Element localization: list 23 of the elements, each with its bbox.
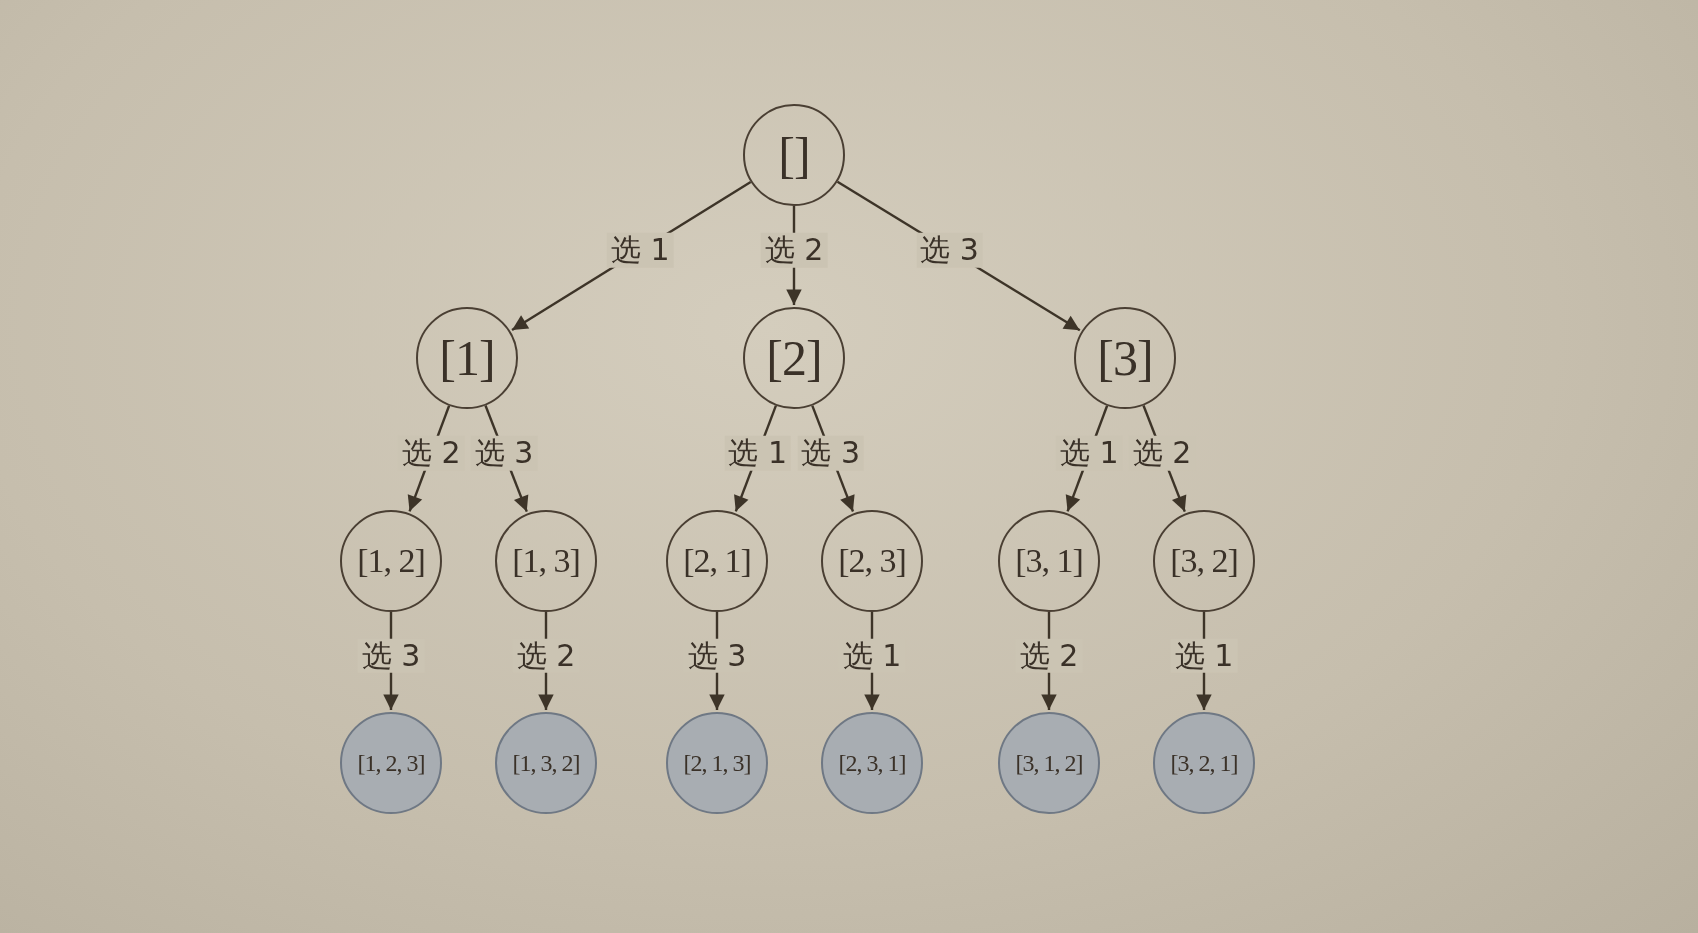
leaf-circle: [3, 1, 2] (998, 712, 1100, 814)
tree-node-circle: [1, 3] (495, 510, 597, 612)
edge-label: 选 2 (760, 233, 828, 268)
tree-node-circle: [2, 3] (821, 510, 923, 612)
leaf-circle: [1, 2, 3] (340, 712, 442, 814)
edge-label: 选 1 (607, 233, 674, 268)
tree-node-circle: [1] (416, 307, 518, 409)
tree-node-circle: [2, 1] (666, 510, 768, 612)
edge-label: 选 3 (916, 233, 983, 268)
leaf-circle: [2, 1, 3] (666, 712, 768, 814)
leaf-circle: [1, 3, 2] (495, 712, 597, 814)
tree-node-circle: [3, 1] (998, 510, 1100, 612)
tree-node-circle: [3, 2] (1153, 510, 1255, 612)
tree-node-circle: [] (743, 104, 845, 206)
tree-node-circle: [3] (1074, 307, 1176, 409)
edge-label: 选 3 (797, 436, 864, 471)
tree-node-circle: [1, 2] (340, 510, 442, 612)
edge-label: 选 3 (470, 436, 538, 471)
edge-label: 选 1 (724, 436, 792, 471)
leaf-circle: [2, 3, 1] (821, 712, 923, 814)
tree-node-circle: [2] (743, 307, 845, 409)
edge-label: 选 1 (1170, 638, 1238, 674)
leaf-circle: [3, 2, 1] (1153, 712, 1255, 814)
